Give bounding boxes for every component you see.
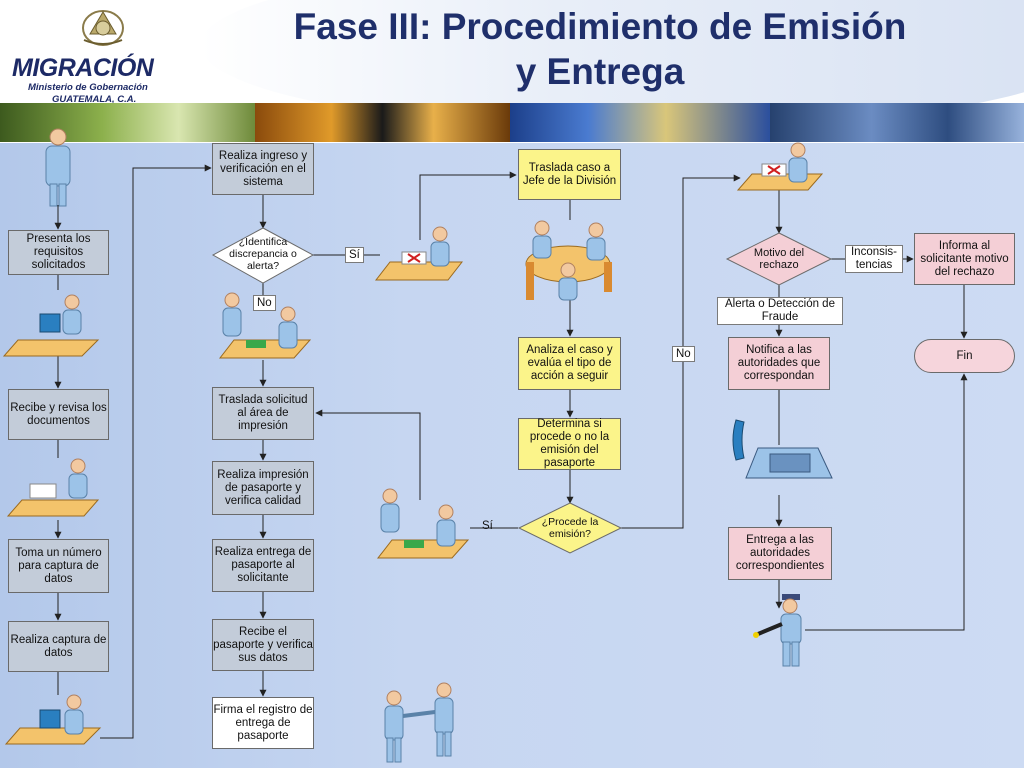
process-analiza-caso: Analiza el caso y evalúa el tipo de acci…: [518, 337, 621, 390]
process-traslada-jefe: Traslada caso a Jefe de la División: [518, 149, 621, 200]
header: MIGRACIÓN Ministerio de Gobernación GUAT…: [0, 0, 1024, 143]
process-notifica-autoridades: Notifica a las autoridades que correspon…: [728, 337, 830, 390]
computer-desk-icon-2: [4, 694, 102, 745]
coat-of-arms-icon: [82, 10, 124, 46]
decision-identifica-shape: [211, 227, 315, 284]
process-entrega-autoridades: Entrega a las autoridades correspondient…: [728, 527, 832, 580]
banner-photo-1: [0, 103, 255, 142]
decision-procede-label: ¿Procede la emisión?: [541, 516, 599, 540]
process-presenta-requisitos: Presenta los requisitos solicitados: [8, 230, 109, 275]
police-officer-icon: [753, 594, 802, 667]
decision-identifica-label: ¿Identifica discrepancia o alerta?: [229, 236, 297, 272]
label-alerta-fraude: Alerta o Detección de Fraude: [717, 297, 843, 325]
telephone-icon: [732, 419, 833, 479]
terminal-fin: Fin: [914, 339, 1015, 373]
person-standing-icon: [45, 128, 71, 207]
meeting-two-people-icon-1: [218, 292, 312, 359]
decision-procede-shape: [517, 502, 623, 554]
desk-alert-icon-2: [736, 142, 824, 191]
desk-alert-icon: [374, 226, 464, 281]
meeting-table-icon: [525, 220, 612, 301]
process-entrega-pasaporte: Realiza entrega de pasaporte al solicita…: [212, 539, 314, 592]
process-recibe-revisa: Recibe y revisa los documentos: [8, 389, 109, 440]
process-determina: Determina si procede o no la emisión del…: [518, 418, 621, 470]
logo-ministry: Ministerio de Gobernación: [28, 82, 148, 93]
process-impresion-pasaporte: Realiza impresión de pasaporte y verific…: [212, 461, 314, 515]
handshake-icon: [384, 682, 454, 763]
meeting-two-people-icon-2: [376, 488, 470, 559]
label-si-1: Sí: [345, 247, 364, 263]
process-toma-numero: Toma un número para captura de datos: [8, 539, 109, 593]
label-si-2: Sí: [482, 520, 493, 532]
process-informa-solicitante: Informa al solicitante motivo del rechaz…: [914, 233, 1015, 285]
process-realiza-captura: Realiza captura de datos: [8, 621, 109, 672]
banner-photo-4: [770, 103, 1024, 142]
page-title: Fase III: Procedimiento de Emisión y Ent…: [205, 4, 995, 94]
process-ingreso-verificacion: Realiza ingreso y verificación en el sis…: [212, 143, 314, 195]
desk-documents-icon: [6, 458, 100, 517]
decision-motivo-label: Motivo del rechazo: [753, 247, 805, 271]
banner-photo-2: [255, 103, 510, 142]
label-no-2: No: [672, 346, 695, 362]
process-firma-registro: Firma el registro de entrega de pasaport…: [212, 697, 314, 749]
page-title-line2: y Entrega: [515, 51, 685, 92]
page-title-line1: Fase III: Procedimiento de Emisión: [293, 6, 907, 47]
decision-motivo-shape: [725, 232, 833, 286]
label-inconsistencias: Inconsis-tencias: [845, 245, 903, 273]
process-traslada-impresion: Traslada solicitud al área de impresión: [212, 387, 314, 440]
logo-location: GUATEMALA, C.A.: [52, 94, 137, 105]
process-recibe-pasaporte: Recibe el pasaporte y verifica sus datos: [212, 619, 314, 671]
banner-photo-3: [510, 103, 770, 142]
label-no-1: No: [253, 295, 276, 311]
logo-name: MIGRACIÓN: [12, 54, 154, 82]
computer-desk-icon-1: [2, 294, 100, 357]
